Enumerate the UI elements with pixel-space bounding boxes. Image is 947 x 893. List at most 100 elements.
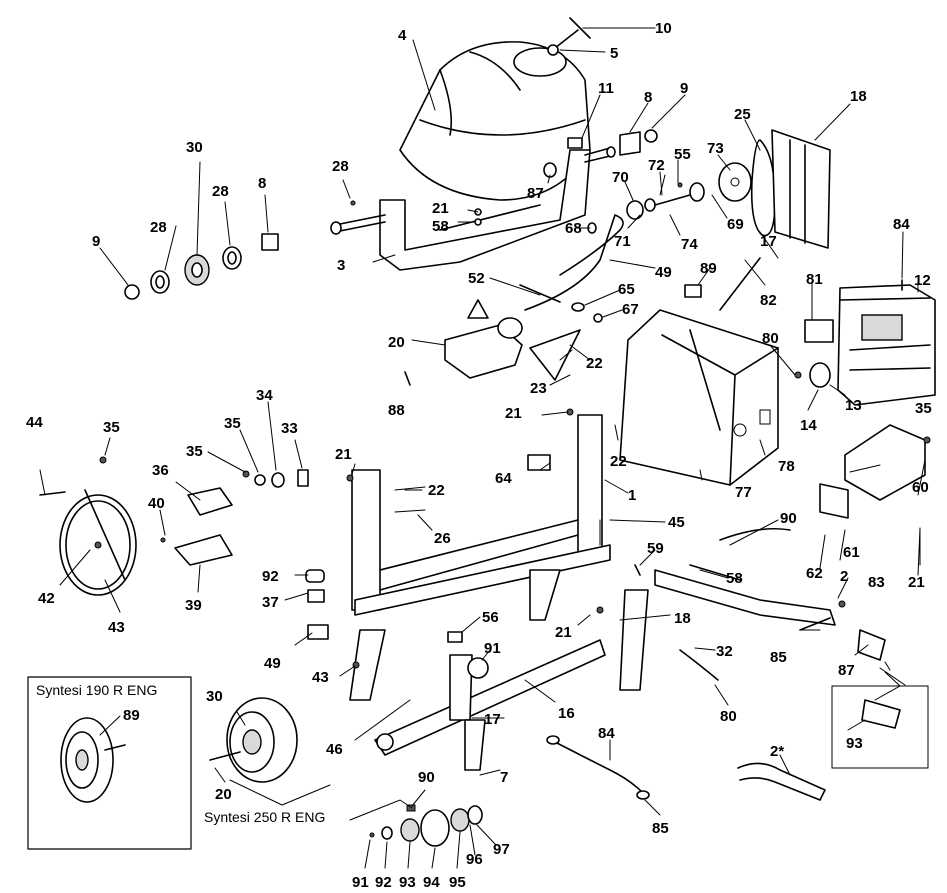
callout-part: 91 xyxy=(352,874,369,891)
callout-part: 65 xyxy=(618,281,635,298)
inset-190-box xyxy=(27,676,192,850)
callout-part: 9 xyxy=(680,80,688,97)
callout-part: 77 xyxy=(735,484,752,501)
callout-part: 87 xyxy=(527,185,544,202)
callout-part: 4 xyxy=(398,27,407,44)
callout-part: 25 xyxy=(734,106,751,123)
callout-part: 85 xyxy=(770,649,787,666)
callout-part: 56 xyxy=(482,609,499,626)
left-wheel xyxy=(209,697,298,783)
callout-part: 90 xyxy=(780,510,797,527)
callout-part: 35 xyxy=(224,415,241,432)
callout-part: 7 xyxy=(500,769,508,786)
callout-part: 39 xyxy=(185,597,202,614)
callout-part: 92 xyxy=(262,568,279,585)
callout-part: 46 xyxy=(326,741,343,758)
callout-part: 35 xyxy=(103,419,120,436)
callout-part: 35 xyxy=(186,443,203,460)
callout-part: 26 xyxy=(434,530,451,547)
top-right-bearing xyxy=(619,129,658,156)
callout-part: 12 xyxy=(914,272,931,289)
callout-part: 10 xyxy=(655,20,672,37)
callout-part: 92 xyxy=(375,874,392,891)
callout-part: 22 xyxy=(428,482,445,499)
callout-part: 84 xyxy=(893,216,910,233)
callout-part: 17 xyxy=(484,711,501,728)
callout-part: 32 xyxy=(716,643,733,660)
callout-part: 21 xyxy=(432,200,449,217)
engine-cover xyxy=(619,309,779,486)
main-frame xyxy=(346,408,611,616)
tie-rods xyxy=(519,214,761,323)
callout-part: 2 xyxy=(840,568,848,585)
clutch-parts xyxy=(160,469,309,566)
callout-part: 28 xyxy=(332,158,349,175)
callout-part: 20 xyxy=(215,786,232,803)
callout-part: 49 xyxy=(264,655,281,672)
callout-part: 14 xyxy=(800,417,817,434)
pin-and-cable xyxy=(546,735,650,800)
callout-part: 9 xyxy=(92,233,100,250)
engine xyxy=(794,279,936,406)
callout-part: 94 xyxy=(423,874,440,891)
callout-part: 35 xyxy=(915,400,932,417)
callout-part: 91 xyxy=(484,640,501,657)
inset-190-caption: Syntesi 190 R ENG xyxy=(36,682,157,698)
callout-part: 71 xyxy=(614,233,631,250)
variant-250-caption: Syntesi 250 R ENG xyxy=(204,809,325,825)
callout-part: 84 xyxy=(598,725,615,742)
shaft-bearings xyxy=(124,233,279,300)
callout-part: 16 xyxy=(558,705,575,722)
callout-part: 58 xyxy=(726,570,743,587)
callout-part: 44 xyxy=(26,414,43,431)
callout-part: 85 xyxy=(652,820,669,837)
gearbox xyxy=(404,299,581,386)
drum xyxy=(399,41,591,201)
callout-part: 21 xyxy=(335,446,352,463)
drum-support-frame xyxy=(330,146,616,271)
callout-part: 1 xyxy=(628,487,636,504)
callout-part: 83 xyxy=(868,574,885,591)
callout-part: 33 xyxy=(281,420,298,437)
callout-part: 8 xyxy=(644,89,652,106)
callout-part: 45 xyxy=(668,514,685,531)
callout-part: 18 xyxy=(674,610,691,627)
callout-part: 36 xyxy=(152,462,169,479)
callout-part: 22 xyxy=(610,453,627,470)
callout-part: 11 xyxy=(598,80,614,97)
callout-part: 5 xyxy=(610,45,618,62)
engine-base xyxy=(819,424,931,519)
callout-part: 88 xyxy=(388,402,405,419)
callout-part: 62 xyxy=(806,565,823,582)
callout-part: 8 xyxy=(258,175,266,192)
callout-part: 37 xyxy=(262,594,279,611)
callout-part: 52 xyxy=(468,270,485,287)
belt-and-guard xyxy=(750,129,831,249)
drum-handle xyxy=(547,17,591,56)
callout-part: 80 xyxy=(720,708,737,725)
callout-part: 96 xyxy=(466,851,483,868)
callout-part: 80 xyxy=(762,330,779,347)
callout-part: 70 xyxy=(612,169,629,186)
callout-part: 42 xyxy=(38,590,55,607)
callout-part: 81 xyxy=(806,271,823,288)
handle-assembly xyxy=(634,527,846,681)
callout-part: 59 xyxy=(647,540,664,557)
pulley-assembly xyxy=(626,162,752,220)
callout-part: 21 xyxy=(908,574,925,591)
callout-part: 69 xyxy=(727,216,744,233)
wheel-chassis xyxy=(349,569,649,771)
callout-part: 43 xyxy=(312,669,329,686)
callout-part: 49 xyxy=(655,264,672,281)
callout-part: 18 xyxy=(850,88,867,105)
callout-part: 87 xyxy=(838,662,855,679)
callout-part: 95 xyxy=(449,874,466,891)
callout-part: 2* xyxy=(770,743,784,760)
callout-part: 74 xyxy=(681,236,698,253)
callout-part: 22 xyxy=(586,355,603,372)
small-parts xyxy=(350,137,597,234)
callout-part: 23 xyxy=(530,380,547,397)
part-callouts: 10 5 4 11 8 9 18 25 73 55 72 70 71 74 69… xyxy=(26,20,932,891)
callout-part: 78 xyxy=(778,458,795,475)
callout-part: 67 xyxy=(622,301,639,318)
